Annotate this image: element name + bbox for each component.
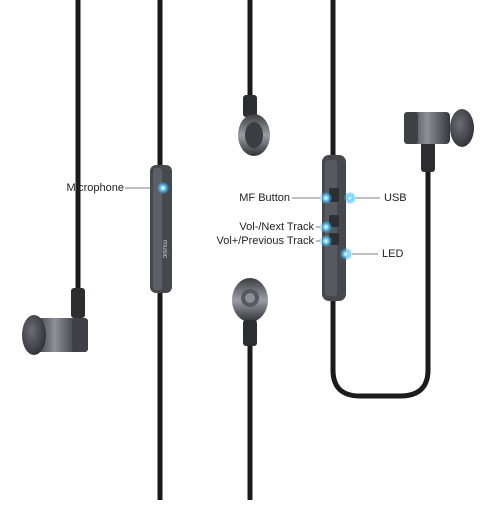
microphone-remote: music — [150, 165, 172, 293]
center-bottom-earbud — [232, 278, 268, 500]
right-cable — [330, 0, 431, 399]
center-top-earbud — [238, 0, 270, 156]
vol-plus-indicator-icon — [320, 235, 332, 247]
left-earbud — [22, 0, 88, 355]
microphone-indicator-icon — [157, 182, 169, 194]
usb-label: USB — [384, 192, 407, 204]
vol-minus-next-label: Vol-/Next Track — [239, 221, 314, 233]
right-earbud — [404, 109, 474, 172]
mf-indicator-icon — [320, 192, 332, 204]
remote-brand-text: music — [161, 240, 168, 259]
mf-button-label: MF Button — [239, 192, 290, 204]
usb-indicator-icon — [344, 192, 356, 204]
vol-plus-prev-label: Vol+/Previous Track — [216, 235, 314, 247]
vol-minus-button — [329, 215, 339, 227]
led-label: LED — [382, 248, 404, 260]
led-indicator-icon — [340, 248, 352, 260]
vol-minus-indicator-icon — [320, 221, 332, 233]
microphone-label: Microphone — [66, 182, 124, 194]
control-remote — [320, 155, 356, 301]
